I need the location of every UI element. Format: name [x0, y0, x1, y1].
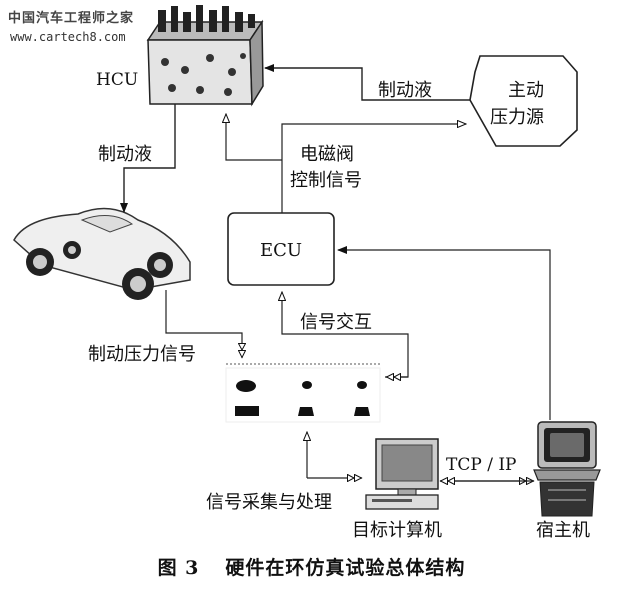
edge-fluid-hcu-to-car — [120, 104, 176, 213]
figure-number: 图 3 — [157, 557, 200, 579]
edge-signal-exchange — [282, 292, 409, 378]
io-board — [225, 363, 382, 423]
edge-host-to-ecu — [337, 246, 551, 420]
edge-car-pressure-signal — [165, 290, 242, 358]
watermark-site-name: 中国汽车工程师之家 — [8, 11, 135, 26]
signal-exchange-label: 信号交互 — [300, 312, 372, 333]
ecu-label: ECU — [260, 240, 303, 261]
valve-signal-label-line2: 控制信号 — [290, 170, 362, 191]
brake-pressure-signal-label: 制动压力信号 — [88, 344, 196, 365]
acquisition-processing-label: 信号采集与处理 — [206, 492, 332, 513]
edge-ecu-to-pressure-source — [281, 124, 466, 213]
edge-fluid-source-to-hcu — [264, 64, 470, 101]
edge-valve-signal-to-hcu — [226, 114, 282, 161]
pressure-source-label-line2: 压力源 — [490, 107, 544, 128]
target-computer-image — [365, 438, 439, 510]
target-computer-label: 目标计算机 — [352, 520, 442, 541]
watermark-site-url: www.cartech8.com — [10, 30, 126, 44]
ecu-box — [227, 212, 335, 286]
fluid-car-label: 制动液 — [98, 144, 152, 165]
figure-caption: 图 3 硬件在环仿真试验总体结构 — [0, 553, 623, 580]
host-computer-image — [533, 421, 601, 517]
hcu-block-image — [146, 5, 264, 107]
car-image — [13, 207, 191, 300]
figure-title: 硬件在环仿真试验总体结构 — [225, 557, 466, 579]
host-computer-label: 宿主机 — [536, 520, 590, 541]
hcu-label: HCU — [96, 70, 139, 90]
pressure-source-shape — [469, 55, 578, 147]
fluid-source-label: 制动液 — [378, 80, 432, 101]
valve-signal-label-line1: 电磁阀 — [300, 144, 354, 165]
pressure-source-label-line1: 主动 — [508, 80, 544, 101]
tcp-ip-label: TCP / IP — [446, 455, 517, 475]
